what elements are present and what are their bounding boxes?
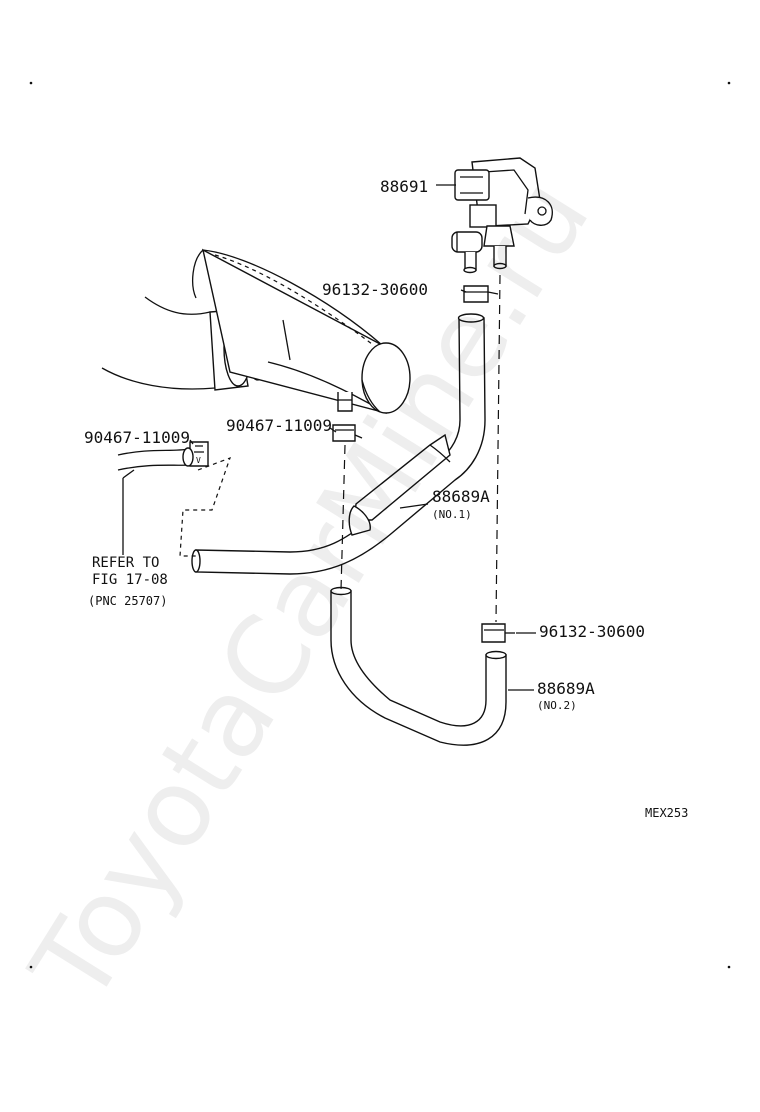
- label-refer-line2: FIG 17-08: [92, 572, 168, 588]
- hose-clip-bottom: [481, 623, 515, 643]
- hose-no1: [191, 313, 486, 575]
- label-hose-no2-sub: (NO.2): [537, 699, 577, 712]
- label-hose-no2: 88689A: [537, 679, 595, 698]
- air-intake-pipe: [101, 248, 411, 414]
- label-refer-line3: (PNC 25707): [88, 594, 167, 608]
- hose-clip-middle: [332, 424, 363, 442]
- label-clip-top: 96132-30600: [322, 280, 428, 299]
- hose-no2: [330, 586, 507, 746]
- label-clip-middle: 90467-11009: [226, 416, 332, 435]
- corner-marks: [29, 81, 731, 969]
- hose-clip-top: [463, 285, 499, 303]
- label-vsv: 88691: [380, 177, 428, 196]
- vacuum-switching-valve: [451, 157, 553, 274]
- label-figure-code: MEX253: [645, 806, 688, 820]
- label-hose-no1-sub: (NO.1): [432, 508, 472, 521]
- leader-lines: [189, 184, 536, 691]
- refer-hose: [117, 447, 194, 555]
- label-hose-no1: 88689A: [432, 487, 490, 506]
- label-clip-bottom: 96132-30600: [539, 622, 645, 641]
- watermark: ToyotaCarMine.ru: [8, 157, 615, 1024]
- connection-lines: [179, 274, 501, 623]
- label-refer-line1: REFER TO: [92, 555, 159, 571]
- label-clip-left: 90467-11009: [84, 428, 190, 447]
- svg-text:V: V: [196, 456, 201, 465]
